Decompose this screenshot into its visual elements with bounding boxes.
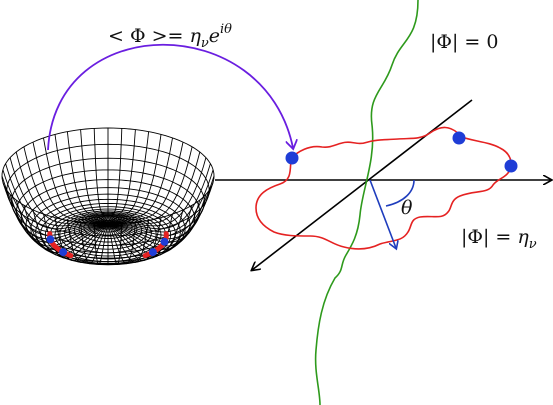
vev-equation: < Φ >= ηνeiθ xyxy=(108,22,232,51)
hat-field-dot xyxy=(46,235,55,244)
hat-meridian-line xyxy=(107,134,162,225)
hat-meridian-line xyxy=(80,129,109,225)
hat-meridian-line xyxy=(23,146,109,225)
core-label: |Φ| = 0 xyxy=(430,31,498,53)
cosmic-string xyxy=(314,0,419,405)
hat-meridian-line xyxy=(66,220,109,263)
vacuum-loop xyxy=(255,126,512,250)
hat-meridian-line xyxy=(2,169,109,233)
hat-meridian-line xyxy=(107,128,123,225)
theta-arc xyxy=(385,179,415,207)
hat-meridian-line xyxy=(107,129,136,225)
hat-meridian-line xyxy=(107,142,184,225)
hat-meridian-line xyxy=(1,175,109,236)
hat-meridian-line xyxy=(2,182,109,240)
diagonal-axis xyxy=(252,99,473,270)
hat-meridian-line xyxy=(15,151,109,225)
hat-meridian-line xyxy=(107,137,173,225)
hat-meridian-line xyxy=(107,220,150,263)
mexican-hat-potential xyxy=(1,127,215,266)
hat-meridian-line xyxy=(107,151,201,225)
vacuum-ring-on-hat xyxy=(46,231,169,259)
hat-meridian-line xyxy=(5,188,109,243)
ring-label: |Φ| = ην xyxy=(461,226,537,252)
hat-meridian-line xyxy=(107,146,193,225)
hat-meridian-line xyxy=(54,134,109,225)
hat-meridian-line xyxy=(66,131,109,225)
hat-meridian-line xyxy=(32,142,109,225)
hat-meridian-line xyxy=(107,188,211,243)
hat-meridian-line xyxy=(107,163,211,230)
field-point-dot xyxy=(285,151,299,165)
theta-arrow xyxy=(369,179,396,248)
hat-meridian-line xyxy=(9,157,109,227)
hat-meridian-line xyxy=(107,175,215,236)
hat-field-dot xyxy=(59,248,68,257)
hat-meridian-line xyxy=(107,222,136,265)
field-point-dot xyxy=(504,159,518,173)
hat-meridian-line xyxy=(93,223,109,265)
hat-field-dot xyxy=(160,237,169,246)
hat-meridian-line xyxy=(32,209,109,257)
field-point-dot xyxy=(452,131,466,145)
hat-meridian-line xyxy=(80,222,109,265)
hat-meridian-line xyxy=(5,163,109,230)
hat-meridian-line xyxy=(107,223,123,265)
mapping-arrow xyxy=(47,44,293,150)
hat-meridian-line xyxy=(43,137,109,225)
hat-meridian-line xyxy=(107,131,150,225)
hat-field-dot xyxy=(148,248,157,257)
hat-meridian-line xyxy=(107,209,184,257)
hat-meridian-line xyxy=(93,128,109,225)
theta-label: θ xyxy=(401,197,413,219)
hat-meridian-line xyxy=(107,157,207,227)
hat-meridian-line xyxy=(107,169,214,233)
hat-meridian-line xyxy=(107,194,207,247)
